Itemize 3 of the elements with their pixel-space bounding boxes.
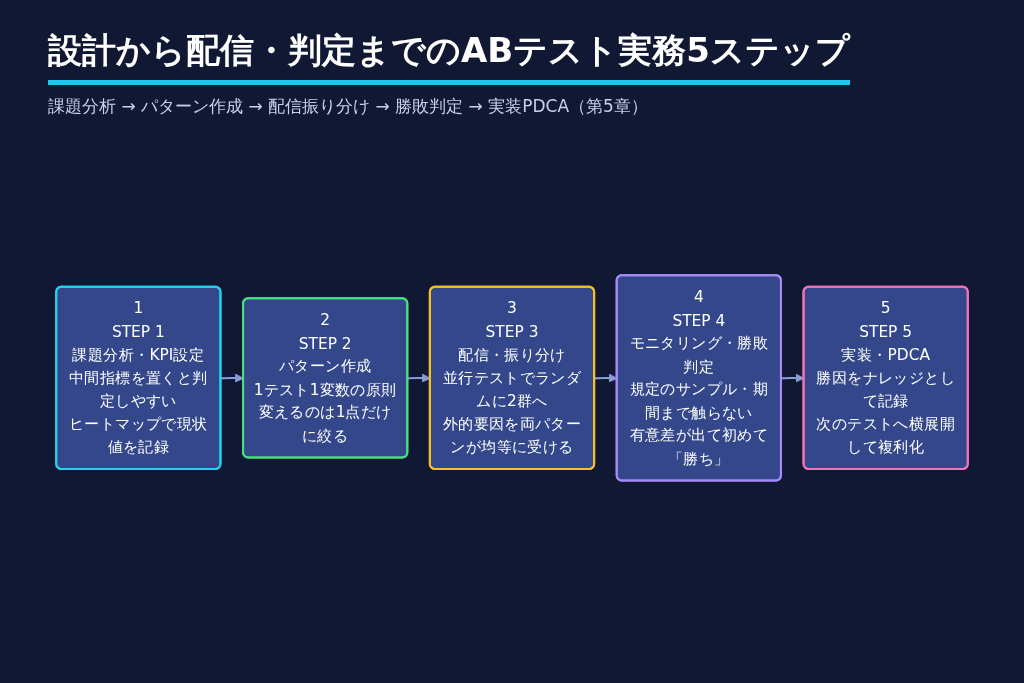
title: 設計から配信・判定までのABテスト実務5ステップ <box>48 28 850 85</box>
arrow <box>220 373 244 383</box>
subtitle: 課題分析 → パターン作成 → 配信振り分け → 勝敗判定 → 実装PDCA（第5章） <box>48 95 649 118</box>
